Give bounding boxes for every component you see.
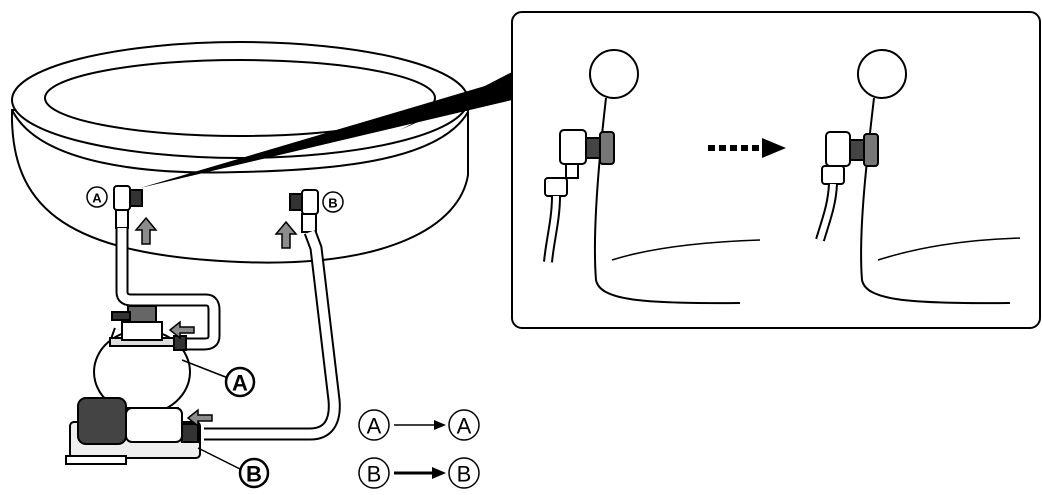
inset-step-before	[543, 49, 761, 305]
key-b-from: B	[367, 462, 382, 487]
filter-inlet-label-text: A	[232, 371, 248, 396]
flow-arrows	[134, 216, 298, 428]
pool-outlet-label-text: B	[328, 196, 337, 211]
up-arrow-icon	[134, 216, 158, 245]
pump-outlet-label-text: B	[246, 462, 262, 487]
pump	[65, 397, 201, 465]
pool-outlet-label: B	[322, 191, 344, 213]
connection-key-a: A A	[358, 409, 480, 441]
zoom-wedge-upper	[400, 72, 512, 130]
pool-ring-inner	[44, 59, 436, 137]
left-arrow-icon	[168, 320, 195, 340]
filter-inlet-label: A	[224, 366, 256, 398]
pool-inlet-valve	[113, 185, 143, 229]
inset-step-after	[815, 49, 1021, 305]
key-b-to: B	[457, 462, 472, 487]
left-arrow-icon	[186, 408, 213, 428]
pool-ring-bottom-edge	[11, 109, 469, 174]
pump-outlet-label: B	[238, 457, 270, 489]
dashed-right-arrow-icon	[708, 138, 786, 158]
connection-key-b: B B	[358, 457, 480, 489]
up-arrow-icon	[274, 220, 298, 249]
key-a-to: A	[457, 414, 472, 439]
pool-inlet-label: A	[86, 186, 108, 208]
key-a-from: A	[367, 414, 382, 439]
pool-inlet-label-text: A	[92, 191, 102, 206]
leader-lines	[181, 359, 243, 471]
inset-panel	[511, 11, 1041, 329]
pool	[11, 41, 469, 264]
zoom-wedge	[140, 78, 512, 188]
pool-outlet-valve	[289, 189, 319, 233]
